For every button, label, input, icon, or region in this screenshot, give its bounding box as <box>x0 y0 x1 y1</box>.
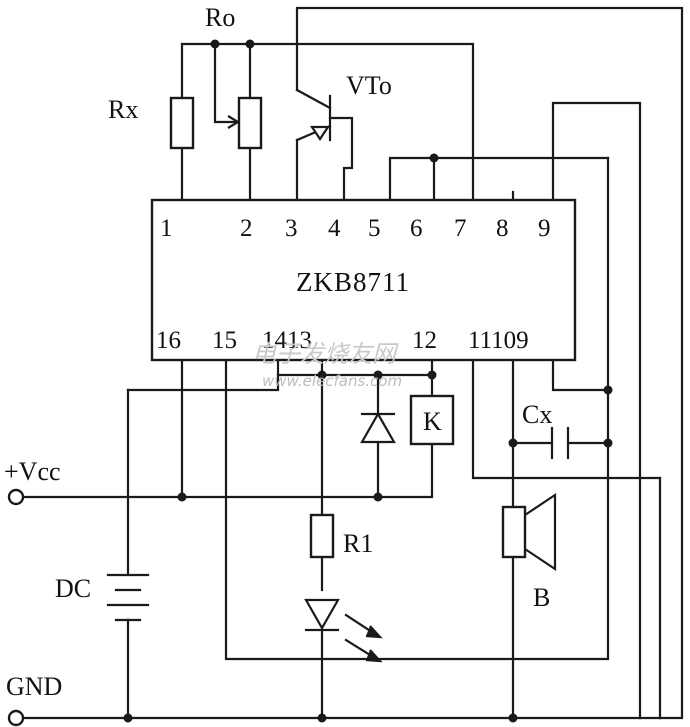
vto-transistor <box>295 88 332 142</box>
junction-dot <box>317 370 327 380</box>
label-vcc: +Vcc <box>4 457 61 486</box>
pin-label-3: 3 <box>285 215 298 242</box>
watermark-cn: 电子发烧友网 <box>252 340 399 368</box>
junction-dot <box>427 370 437 380</box>
label-dc: DC <box>55 574 91 603</box>
pin-label-12: 12 <box>412 327 437 354</box>
junction-dot <box>373 370 383 380</box>
pin-label-1: 1 <box>160 215 173 242</box>
pin-label-9: 9 <box>538 215 551 242</box>
label-vto: VTo <box>346 71 392 100</box>
pin-label-8: 8 <box>496 215 509 242</box>
pin-label-4: 4 <box>328 215 341 242</box>
junction-dot <box>177 492 187 502</box>
junction-dot <box>429 153 439 163</box>
label-cx: Cx <box>522 400 552 429</box>
wires <box>14 6 684 720</box>
watermark-url: www.elecfans.com <box>262 372 402 390</box>
junction-dot <box>508 713 518 723</box>
capacitor-cx <box>550 426 570 460</box>
wire-k-to-vcc <box>180 442 434 499</box>
pin-label-15: 15 <box>212 327 237 354</box>
junction-dot <box>373 492 383 502</box>
pin-label-2: 2 <box>240 215 253 242</box>
vcc-terminal <box>7 488 25 506</box>
junction-dot <box>210 39 220 49</box>
label-r1: R1 <box>343 529 373 558</box>
wire-pin15-led-loop <box>224 358 610 661</box>
pin-label-6: 6 <box>410 215 423 242</box>
junction-dot <box>508 438 518 448</box>
pin-label-1413: 1413 <box>262 327 312 354</box>
ro-potentiometer <box>237 96 263 150</box>
label-gnd: GND <box>6 672 62 701</box>
led <box>304 598 383 663</box>
chip-label: ZKB8711 <box>296 267 410 297</box>
label-b: B <box>533 583 550 612</box>
ro-wiper-arrow <box>227 115 241 129</box>
junction-dot <box>245 39 255 49</box>
pin-label-11109: 11109 <box>468 327 529 354</box>
pin-label-16: 16 <box>156 327 181 354</box>
label-rx: Rx <box>108 95 138 124</box>
wire-pin5-bus <box>388 156 610 202</box>
junction-dot <box>603 385 613 395</box>
wire-pin11-right <box>471 358 662 480</box>
junction-dot <box>603 438 613 448</box>
gnd-terminal <box>7 709 25 727</box>
wire-dc-top <box>126 373 280 392</box>
speaker-b <box>501 492 557 572</box>
wire-top-bus-pin7 <box>180 42 475 202</box>
wire-ro-wiper <box>213 42 238 124</box>
label-k: K <box>423 407 442 436</box>
label-ro: Ro <box>205 3 235 32</box>
battery-dc <box>106 573 150 622</box>
wire-vto-base-pin4 <box>328 116 354 202</box>
wire-pin9b-cx <box>551 358 610 392</box>
junctions <box>123 39 613 723</box>
pin-label-5: 5 <box>368 215 381 242</box>
wire-outer-loop-right <box>295 6 684 720</box>
rx-resistor <box>169 96 195 150</box>
relay-k-box <box>409 394 455 446</box>
junction-dot <box>317 713 327 723</box>
ic-body <box>150 198 577 362</box>
pin-label-7: 7 <box>454 215 467 242</box>
relay-diode <box>360 411 396 444</box>
r1-resistor <box>309 513 335 559</box>
junction-dot <box>123 713 133 723</box>
wire-pin9-loop <box>551 101 642 720</box>
